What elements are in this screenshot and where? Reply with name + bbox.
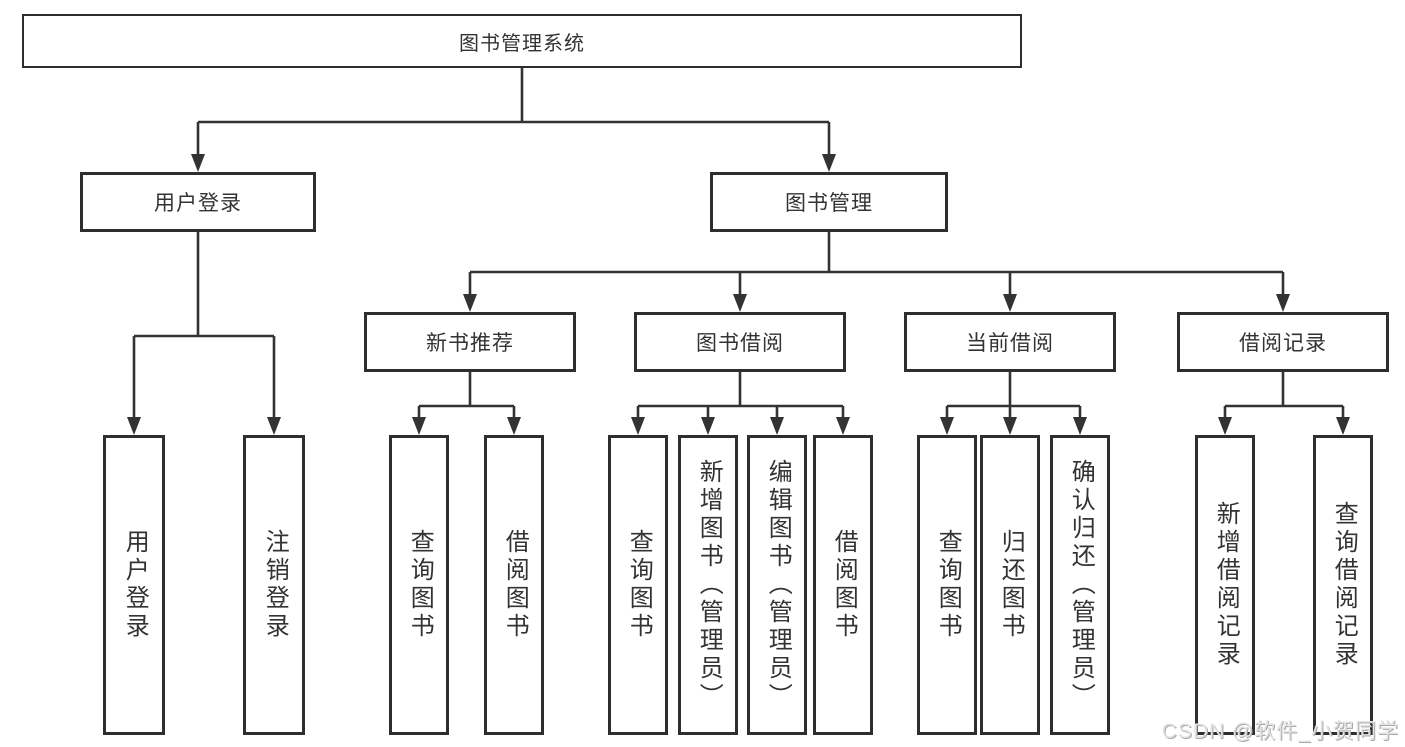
leaf-label: 归还图书 <box>997 529 1025 641</box>
leaf-label: 借阅图书 <box>501 529 529 641</box>
leaf-logout: 注销登录 <box>243 435 305 735</box>
node-label: 当前借阅 <box>966 332 1054 355</box>
leaf-label: 查询图书 <box>625 529 653 641</box>
node-book-borrowing: 图书借阅 <box>634 312 846 372</box>
leaf-edit-books-admin: 编辑图书（管理员） <box>747 435 807 735</box>
leaf-label: 确认归还（管理员） <box>1067 459 1095 711</box>
leaf-label: 借阅图书 <box>830 529 858 641</box>
node-label: 图书借阅 <box>696 332 784 355</box>
node-label: 用户登录 <box>154 192 242 215</box>
leaf-label: 新增图书（管理员） <box>695 459 723 711</box>
node-label: 借阅记录 <box>1239 332 1327 355</box>
node-borrowing-records: 借阅记录 <box>1177 312 1389 372</box>
leaf-borrow-books: 借阅图书 <box>813 435 873 735</box>
leaf-user-login: 用户登录 <box>103 435 165 735</box>
leaf-label: 新增借阅记录 <box>1212 501 1240 669</box>
leaf-label: 用户登录 <box>121 529 149 641</box>
leaf-query-books-current: 查询图书 <box>917 435 977 735</box>
node-label: 图书管理系统 <box>459 32 585 55</box>
leaf-query-books-borrowing: 查询图书 <box>608 435 668 735</box>
node-label: 新书推荐 <box>426 332 514 355</box>
leaf-borrow-books-recommend: 借阅图书 <box>484 435 544 735</box>
leaf-return-books: 归还图书 <box>980 435 1040 735</box>
node-user-login: 用户登录 <box>80 172 316 232</box>
csdn-watermark: CSDN @软件_小贺同学 <box>1161 720 1399 743</box>
node-new-book-recommend: 新书推荐 <box>364 312 576 372</box>
leaf-label: 编辑图书（管理员） <box>764 459 792 711</box>
leaf-query-books-recommend: 查询图书 <box>389 435 449 735</box>
leaf-add-books-admin: 新增图书（管理员） <box>678 435 738 735</box>
node-current-borrowing: 当前借阅 <box>904 312 1116 372</box>
leaf-add-borrow-record: 新增借阅记录 <box>1195 435 1255 735</box>
node-library-management-system: 图书管理系统 <box>22 14 1022 68</box>
node-label: 图书管理 <box>785 192 873 215</box>
leaf-confirm-return-admin: 确认归还（管理员） <box>1050 435 1110 735</box>
leaf-label: 查询图书 <box>934 529 962 641</box>
leaf-label: 查询借阅记录 <box>1330 501 1358 669</box>
leaf-label: 注销登录 <box>261 529 289 641</box>
leaf-label: 查询图书 <box>406 529 434 641</box>
node-book-management: 图书管理 <box>710 172 948 232</box>
leaf-query-borrow-record: 查询借阅记录 <box>1313 435 1373 735</box>
